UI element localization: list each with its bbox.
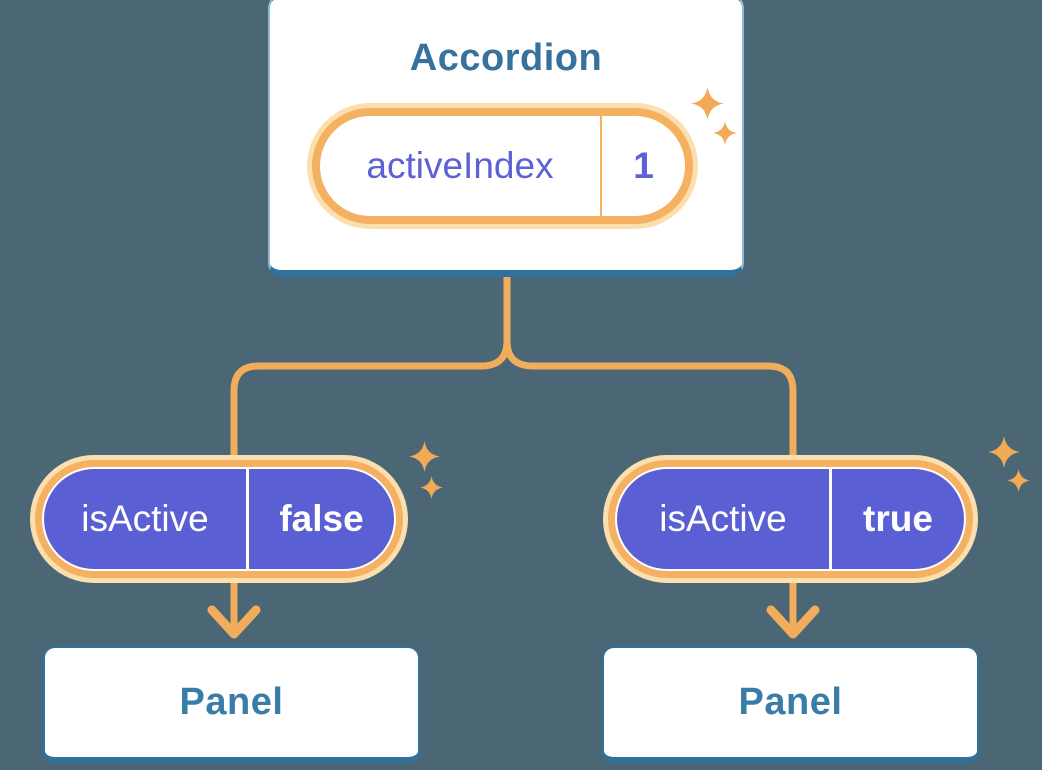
prop-pill-label: isActive bbox=[81, 498, 209, 539]
prop-pill-ring: isActive true bbox=[608, 460, 973, 578]
sparkle-icon bbox=[1007, 469, 1030, 492]
panel-card-right: Panel bbox=[602, 646, 979, 763]
sparkle-icon bbox=[988, 436, 1020, 468]
state-pill-value: 1 bbox=[633, 145, 654, 186]
pill-divider bbox=[600, 116, 602, 216]
prop-pill-value: true bbox=[863, 498, 933, 539]
arrow-down-icon bbox=[207, 605, 261, 639]
state-pill-label: activeIndex bbox=[366, 145, 554, 186]
state-pill-ring: activeIndex 1 bbox=[312, 108, 693, 224]
accordion-card-title: Accordion bbox=[409, 37, 603, 79]
prop-pill-core: isActive true bbox=[617, 469, 964, 569]
prop-pill-isactive-true: isActive true bbox=[603, 455, 978, 583]
state-pill-activeindex: activeIndex 1 bbox=[307, 103, 698, 229]
prop-pill-value: false bbox=[279, 498, 364, 539]
panel-title: Panel bbox=[179, 681, 284, 723]
pill-divider bbox=[829, 469, 832, 569]
sparkle-icon bbox=[713, 121, 737, 145]
pill-divider bbox=[246, 469, 249, 569]
sparkle-icon bbox=[409, 441, 440, 472]
prop-pill-core: isActive false bbox=[44, 469, 394, 569]
sparkle-icon bbox=[691, 87, 724, 120]
prop-pill-isactive-false: isActive false bbox=[30, 455, 408, 583]
arrow-down-icon bbox=[766, 605, 820, 639]
prop-pill-label: isActive bbox=[659, 498, 787, 539]
sparkle-icon bbox=[420, 476, 443, 499]
connector-branch-right bbox=[503, 340, 797, 628]
prop-pill-ring: isActive false bbox=[35, 460, 403, 578]
panel-title: Panel bbox=[738, 681, 843, 723]
panel-card-left: Panel bbox=[43, 646, 420, 763]
connector-branch-left bbox=[230, 340, 511, 628]
